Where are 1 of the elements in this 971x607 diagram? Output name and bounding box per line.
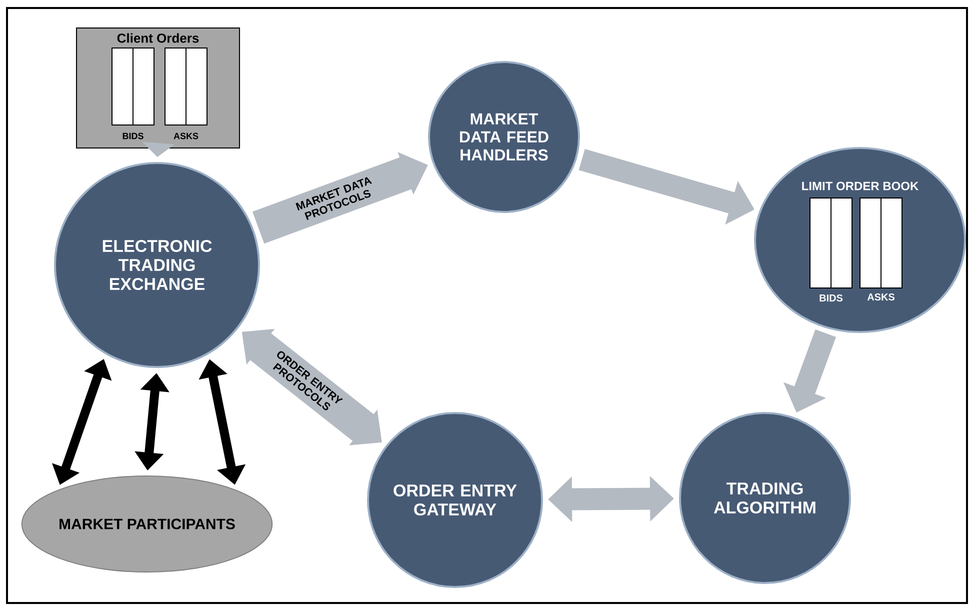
order-box: Client Orders BIDS ASKS (76, 28, 240, 148)
